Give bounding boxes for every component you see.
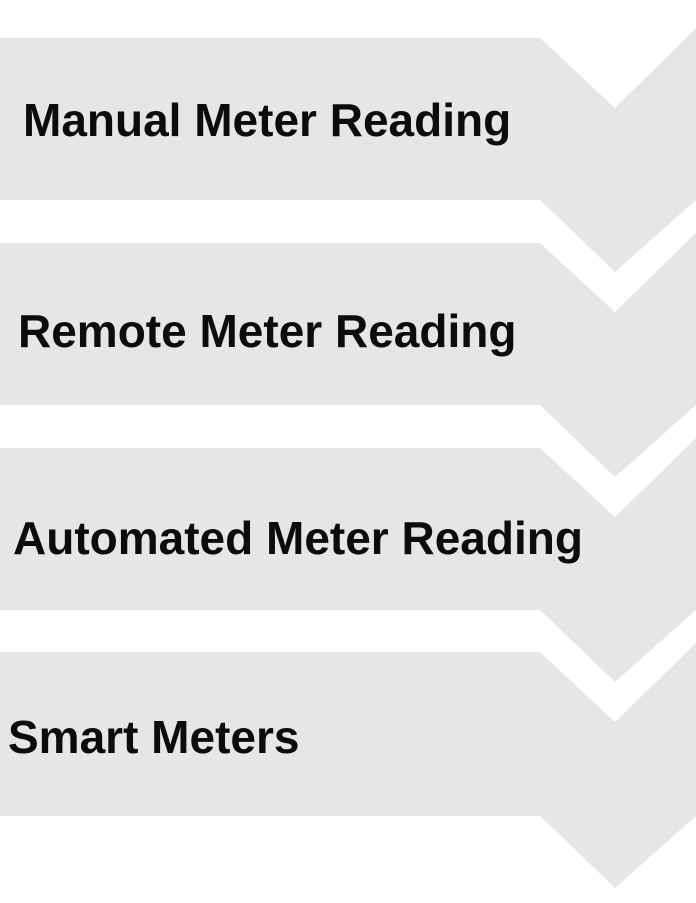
chevron-shape-remote-meter-reading [0,233,696,477]
step-label-smart-meters: Smart Meters [8,711,300,763]
chevron-shape-automated-meter-reading [0,438,696,682]
step-label-automated-meter-reading: Automated Meter Reading [13,512,583,564]
chevron-shape-smart-meters [0,643,696,888]
chevron-shape-manual-meter-reading [0,28,696,272]
step-label-manual-meter-reading: Manual Meter Reading [23,94,512,146]
step-label-remote-meter-reading: Remote Meter Reading [18,305,517,357]
